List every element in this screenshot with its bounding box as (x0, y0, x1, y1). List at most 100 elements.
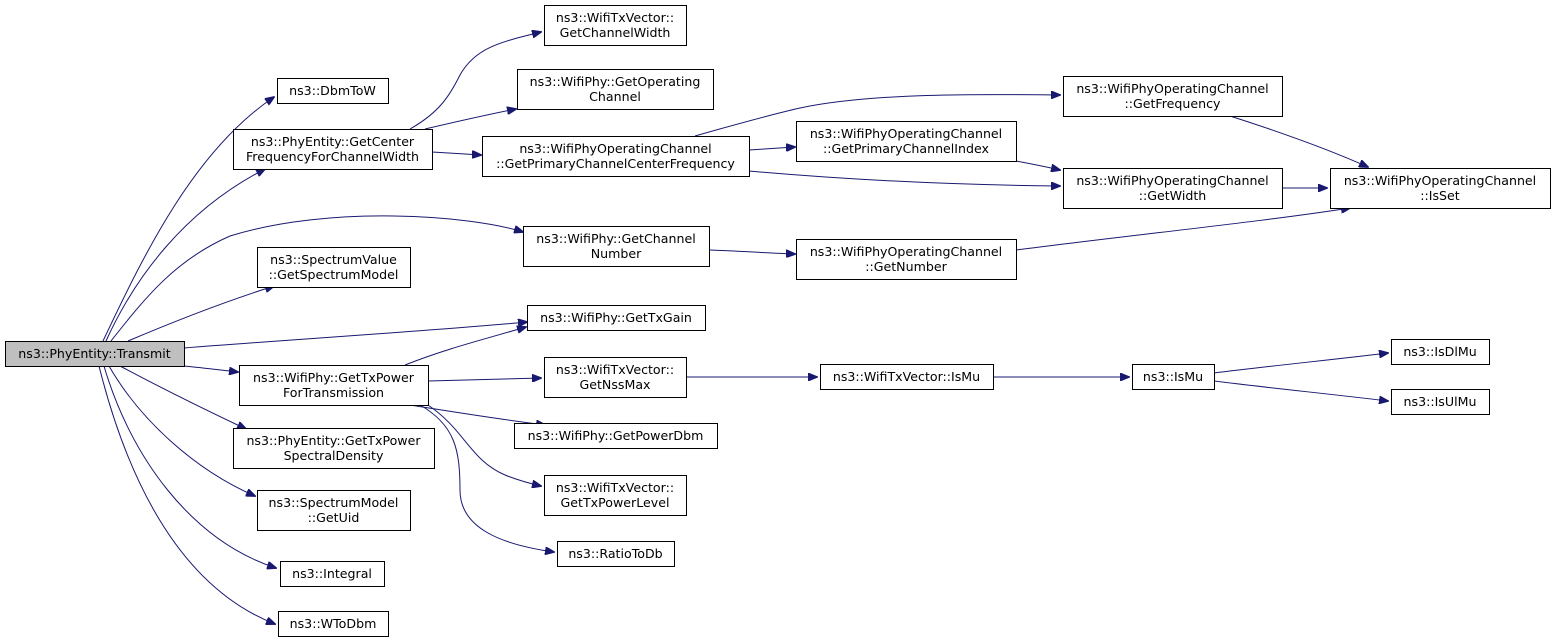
node-box (544, 475, 687, 516)
node-label-line: ns3::WifiPhy::GetOperating (530, 74, 701, 89)
node-label-line: ns3::SpectrumValue (270, 252, 397, 267)
node-box (1330, 168, 1551, 209)
node-label-line: ns3::WifiPhyOperatingChannel (810, 244, 1002, 259)
edge-getfrequency-to-isset (1229, 115, 1368, 167)
node-label-line: GetNssMax (579, 377, 651, 392)
node-label-line: ns3::RatioToDb (568, 546, 662, 561)
node-label-line: ::GetSpectrumModel (269, 267, 399, 282)
node-label-line: SpectralDensity (284, 448, 384, 463)
node-getfrequency[interactable]: ns3::WifiPhyOperatingChannel::GetFrequen… (1063, 76, 1283, 117)
edge-getprimarycenter-to-getfrequency (694, 95, 1060, 137)
edge-gettxpowerfortx-to-getpowerdbm (409, 404, 545, 425)
edge-ismu-to-isdlmu (1213, 353, 1388, 374)
node-label-line: GetChannelWidth (560, 25, 671, 40)
node-gettxgain[interactable]: ns3::WifiPhy::GetTxGain (527, 305, 706, 331)
node-getpowerdbm[interactable]: ns3::WifiPhy::GetPowerDbm (514, 423, 718, 449)
node-label-line: ::GetPrimaryChannelIndex (823, 141, 990, 156)
edge-transmit-to-getuid (108, 365, 255, 496)
node-label-line: ns3::WifiTxVector:: (556, 362, 674, 377)
node-getchannelwidth[interactable]: ns3::WifiTxVector::GetChannelWidth (544, 5, 687, 46)
node-box (280, 561, 385, 587)
node-gettxpowerlevel[interactable]: ns3::WifiTxVector::GetTxPowerLevel (544, 475, 687, 516)
edge-transmit-to-gettxpowerfortx (183, 365, 238, 372)
node-label-line: ns3::WifiPhy::GetTxPower (253, 370, 415, 385)
node-label-line: ns3::WifiPhyOperatingChannel (519, 141, 711, 156)
node-getnssmax[interactable]: ns3::WifiTxVector::GetNssMax (544, 357, 687, 398)
node-integral[interactable]: ns3::Integral (280, 561, 385, 587)
node-label-line: Number (591, 246, 642, 261)
node-label-line: ns3::PhyEntity::Transmit (18, 346, 170, 361)
node-isdlmu[interactable]: ns3::IsDlMu (1391, 339, 1490, 365)
node-label-line: ns3::IsDlMu (1403, 344, 1476, 359)
edges-layer (98, 32, 1388, 624)
node-box (239, 365, 429, 406)
node-label-line: ns3::WifiPhyOperatingChannel (810, 126, 1002, 141)
node-box (517, 69, 714, 110)
node-label-line: ns3::WifiTxVector::IsMu (833, 369, 980, 384)
node-box (1063, 168, 1283, 209)
node-getprimaryindex[interactable]: ns3::WifiPhyOperatingChannel::GetPrimary… (796, 121, 1017, 162)
node-box (5, 341, 185, 367)
node-label-line: ns3::WifiPhyOperatingChannel (1344, 173, 1536, 188)
node-getcenter[interactable]: ns3::PhyEntity::GetCenterFrequencyForCha… (233, 129, 433, 170)
edge-transmit-to-getcenter (105, 169, 265, 342)
node-label-line: ns3::SpectrumModel (269, 495, 399, 510)
node-txvectorismu[interactable]: ns3::WifiTxVector::IsMu (820, 364, 994, 390)
node-label-line: ForTransmission (283, 385, 384, 400)
node-getspectrummodel[interactable]: ns3::SpectrumValue::GetSpectrumModel (257, 247, 411, 288)
node-isset[interactable]: ns3::WifiPhyOperatingChannel::IsSet (1330, 168, 1551, 209)
node-box (482, 136, 750, 177)
node-box (257, 247, 411, 288)
edge-gettxpowerfortx-to-gettxpowerlevel (427, 404, 541, 486)
node-box (1391, 339, 1490, 365)
node-box (257, 490, 411, 531)
node-box (523, 226, 710, 267)
node-label-line: ns3::WifiTxVector:: (556, 480, 674, 495)
node-transmit[interactable]: ns3::PhyEntity::Transmit (5, 341, 185, 367)
node-isulmu[interactable]: ns3::IsUlMu (1391, 389, 1490, 415)
nodes-layer: ns3::PhyEntity::Transmitns3::DbmToWns3::… (5, 5, 1551, 637)
edge-gettxpowerfortx-to-ratiotodb (419, 404, 554, 552)
node-label-line: ns3::WifiPhyOperatingChannel (1076, 81, 1268, 96)
edge-gettxpowerfortx-to-gettxgain (404, 327, 526, 366)
node-box (544, 5, 687, 46)
edge-transmit-to-gettxgain (183, 322, 527, 349)
node-label-line: ::GetWidth (1139, 188, 1207, 203)
node-dbmtow[interactable]: ns3::DbmToW (277, 78, 389, 104)
edge-getcenter-to-getchannelwidth (409, 32, 541, 130)
edge-transmit-to-getchannelnumber (110, 215, 523, 342)
edge-getcenter-to-getoperatingchannel (424, 109, 516, 130)
node-box (557, 541, 675, 567)
node-getuid[interactable]: ns3::SpectrumModel::GetUid (257, 490, 411, 531)
node-ismu[interactable]: ns3::IsMu (1132, 364, 1215, 390)
node-box (820, 364, 994, 390)
node-label-line: ns3::IsUlMu (1404, 394, 1477, 409)
node-box (233, 129, 433, 170)
node-label-line: ::GetNumber (865, 259, 947, 274)
edge-transmit-to-wtodbm (98, 365, 275, 624)
node-ratiotodb[interactable]: ns3::RatioToDb (557, 541, 675, 567)
node-gettxpowerspectral[interactable]: ns3::PhyEntity::GetTxPowerSpectralDensit… (233, 428, 435, 469)
node-wtodbm[interactable]: ns3::WToDbm (278, 611, 389, 637)
node-label-line: GetTxPowerLevel (561, 495, 670, 510)
node-box (1132, 364, 1215, 390)
node-getprimarycenter[interactable]: ns3::WifiPhyOperatingChannel::GetPrimary… (482, 136, 750, 177)
node-label-line: ns3::IsMu (1143, 369, 1203, 384)
node-label-line: FrequencyForChannelWidth (246, 149, 419, 164)
node-label-line: Channel (589, 89, 641, 104)
node-box (544, 357, 687, 398)
node-getwidth[interactable]: ns3::WifiPhyOperatingChannel::GetWidth (1063, 168, 1283, 209)
node-label-line: ::IsSet (1420, 188, 1460, 203)
edge-getcenter-to-getprimarycenter (431, 152, 481, 155)
node-label-line: ns3::PhyEntity::GetTxPower (246, 433, 421, 448)
edge-getnumber-to-isset (1015, 208, 1350, 251)
node-box (527, 305, 706, 331)
edge-gettxpowerfortx-to-getnssmax (427, 378, 541, 381)
edge-getprimaryindex-to-getwidth (1015, 160, 1060, 170)
node-getnumber[interactable]: ns3::WifiPhyOperatingChannel::GetNumber (796, 239, 1017, 280)
node-label-line: ns3::DbmToW (289, 83, 376, 98)
edge-transmit-to-dbmtow (102, 97, 274, 342)
